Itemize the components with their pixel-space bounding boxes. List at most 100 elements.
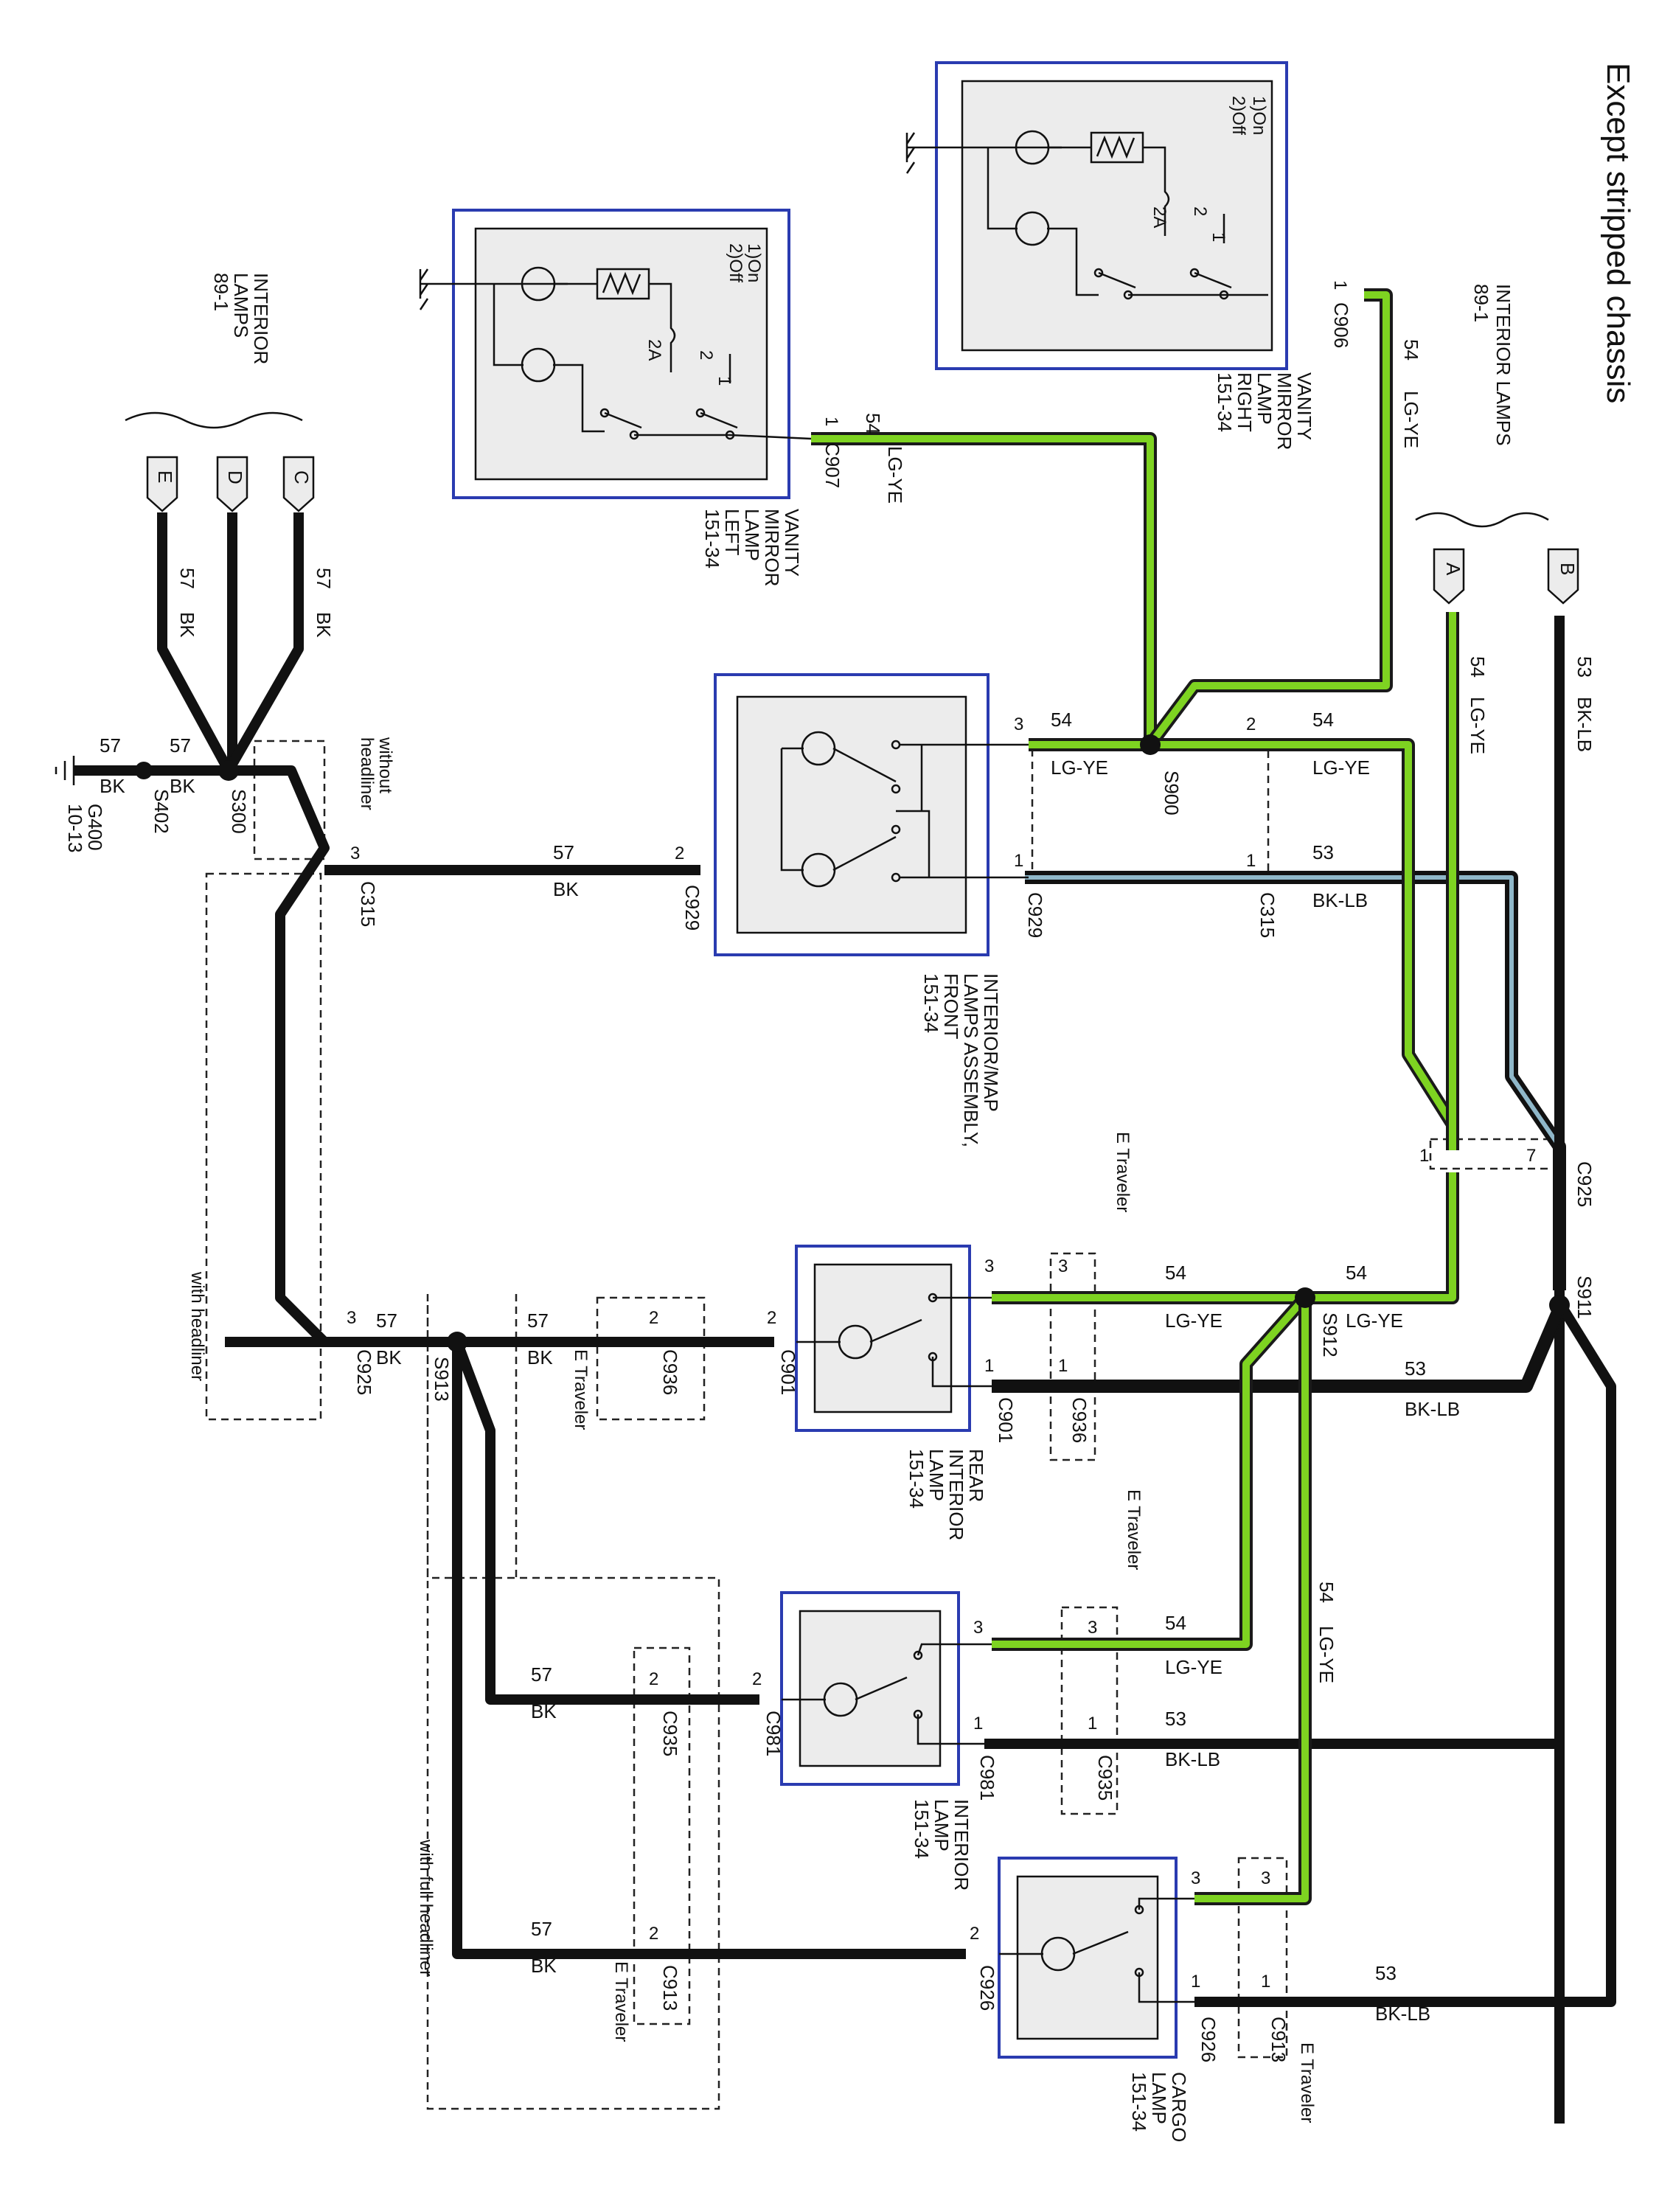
svg-text:89-1: 89-1	[210, 273, 232, 311]
svg-text:1: 1	[1191, 1972, 1200, 1992]
svg-text:2: 2	[649, 1669, 658, 1689]
cargo-lamp: CARGO LAMP 151-34	[998, 1857, 1194, 2142]
svg-text:C981: C981	[762, 1711, 785, 1756]
e-traveler-c913-right	[1237, 1857, 1288, 2059]
label-e-circ: 57	[176, 568, 198, 589]
splice-s911	[1549, 1295, 1570, 1315]
svg-text:E Traveler: E Traveler	[1113, 1132, 1133, 1212]
svg-text:S913: S913	[431, 1357, 453, 1402]
bracket-top-right	[1415, 512, 1549, 528]
svg-text:without: without	[375, 737, 395, 793]
svg-text:3: 3	[973, 1618, 983, 1638]
label-b-color: BK-LB	[1573, 697, 1596, 752]
svg-text:54: 54	[1165, 1612, 1186, 1634]
svg-text:2)Off: 2)Off	[1228, 96, 1248, 135]
svg-text:151-34: 151-34	[905, 1449, 928, 1509]
svg-text:A: A	[1442, 563, 1464, 576]
svg-text:3: 3	[347, 1308, 356, 1328]
svg-text:2: 2	[649, 1924, 658, 1944]
svg-text:54: 54	[1051, 709, 1072, 731]
svg-text:VANITY: VANITY	[781, 509, 803, 577]
svg-text:E Traveler: E Traveler	[1124, 1489, 1144, 1570]
connector-labels: 3 2 1 1 2 3 C929 C929 C315 C315 S900 1 7…	[64, 714, 1596, 2062]
svg-text:53: 53	[1312, 841, 1334, 863]
svg-text:54: 54	[1312, 709, 1334, 731]
svg-text:C929: C929	[681, 885, 703, 931]
wires-53-bklb	[984, 616, 1616, 2124]
with-headliner-region	[205, 872, 322, 1421]
svg-text:BK-LB: BK-LB	[1405, 1398, 1460, 1420]
svg-text:3: 3	[1088, 1618, 1097, 1638]
svg-text:1: 1	[1058, 1356, 1068, 1376]
svg-text:1: 1	[1261, 1972, 1270, 1992]
svg-text:C936: C936	[1068, 1397, 1091, 1443]
note-labels: without headliner with headliner with fu…	[187, 737, 1317, 2123]
svg-text:2: 2	[970, 1924, 979, 1944]
svg-text:3: 3	[1261, 1868, 1270, 1888]
label-b-circ: 53	[1573, 656, 1596, 678]
svg-text:1: 1	[1014, 851, 1023, 871]
connector-tag-b: B	[1547, 548, 1579, 605]
svg-text:54: 54	[1165, 1262, 1186, 1284]
without-headliner-region	[253, 740, 326, 860]
svg-text:C: C	[291, 470, 313, 484]
pin-c906: 1	[1330, 280, 1350, 290]
svg-text:LAMPS ASSEMBLY,: LAMPS ASSEMBLY,	[960, 973, 982, 1147]
connector-c906: C906	[1330, 302, 1352, 348]
svg-text:2)Off: 2)Off	[726, 243, 745, 282]
svg-text:C926: C926	[976, 1965, 998, 2011]
connector-tag-d: D	[216, 456, 248, 512]
svg-text:E Traveler: E Traveler	[571, 1349, 591, 1430]
vanity-mirror-lamp-left: 1)On 2)Off 2A 2 1 VANITY MIRROR LAMP LEF…	[419, 209, 812, 586]
svg-text:LG-YE: LG-YE	[1051, 757, 1108, 779]
svg-text:1)On: 1)On	[744, 243, 764, 282]
svg-text:57: 57	[531, 1918, 552, 1940]
label-c907-color: LG-YE	[884, 446, 906, 504]
svg-text:BK: BK	[100, 775, 125, 797]
e-traveler-c935-right	[1060, 1606, 1119, 1815]
svg-text:7: 7	[1526, 1146, 1536, 1166]
svg-text:LAMP: LAMP	[931, 1799, 953, 1851]
svg-text:LG-YE: LG-YE	[1165, 1656, 1222, 1678]
svg-text:FRONT: FRONT	[940, 973, 962, 1040]
svg-text:C981: C981	[976, 1755, 998, 1801]
svg-text:C901: C901	[995, 1397, 1017, 1443]
splice-s912	[1295, 1287, 1315, 1308]
label-s925-color: LG-YE	[1315, 1626, 1338, 1683]
ground-symbol-right	[905, 132, 916, 174]
svg-text:2: 2	[1190, 206, 1210, 216]
svg-text:C315: C315	[1256, 892, 1279, 938]
svg-text:57: 57	[531, 1663, 552, 1686]
svg-text:C936: C936	[659, 1349, 681, 1395]
svg-text:BK-LB: BK-LB	[1165, 1748, 1220, 1770]
svg-text:2: 2	[649, 1308, 658, 1328]
vanity-mirror-lamp-right: 1)On 2)Off 2A 2 1 VANITY MIRROR LAMP RIG…	[905, 61, 1315, 450]
svg-text:S900: S900	[1161, 771, 1183, 815]
svg-text:10-13: 10-13	[64, 804, 86, 853]
pin-c907: 1	[821, 417, 841, 426]
svg-text:57: 57	[170, 734, 191, 757]
wires-54-lgye	[811, 288, 1459, 1905]
connector-tag-e: E	[146, 456, 178, 512]
svg-text:3: 3	[1191, 1868, 1200, 1888]
svg-text:C925: C925	[353, 1349, 375, 1395]
svg-text:LAMP: LAMP	[925, 1449, 947, 1501]
svg-text:BK: BK	[376, 1346, 402, 1368]
label-c-circ: 57	[313, 568, 335, 589]
svg-text:1: 1	[1419, 1146, 1429, 1166]
wires-57-bk	[74, 512, 966, 1959]
svg-text:MIRROR: MIRROR	[1273, 372, 1295, 450]
svg-text:with full headliner: with full headliner	[416, 1839, 436, 1976]
connector-c907: C907	[821, 442, 844, 488]
svg-text:BK: BK	[531, 1955, 557, 1977]
svg-text:1: 1	[984, 1356, 994, 1376]
svg-text:2: 2	[1246, 714, 1256, 734]
svg-text:E Traveler: E Traveler	[611, 1961, 631, 2042]
svg-text:S300: S300	[228, 789, 250, 834]
svg-text:1: 1	[714, 376, 734, 386]
splice-s300	[218, 760, 239, 781]
svg-text:with headliner: with headliner	[187, 1271, 207, 1381]
reference-top-right: INTERIOR LAMPS 89-1	[1470, 284, 1514, 446]
svg-text:G400: G400	[84, 804, 106, 851]
svg-text:BK: BK	[531, 1700, 557, 1722]
